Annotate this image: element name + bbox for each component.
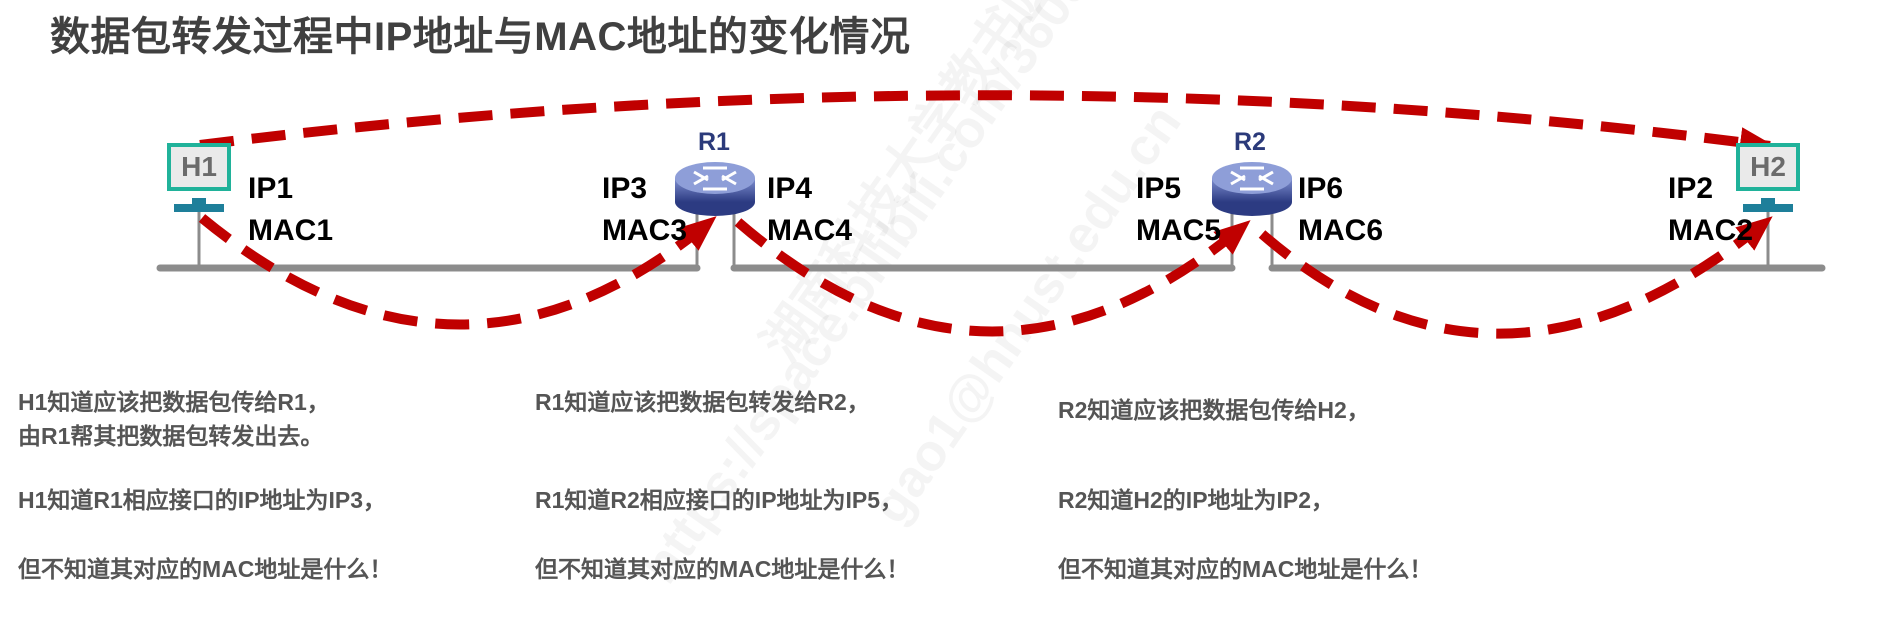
h1-host-box: H1: [167, 143, 231, 191]
note-h1-line1: H1知道应该把数据包传给R1，: [18, 389, 330, 415]
r1-right-ip-label: IP4: [767, 172, 813, 205]
r1-label: R1: [698, 128, 730, 156]
arrow-r1-to-r2: [734, 218, 1251, 337]
r2-left-mac-label: MAC5: [1136, 214, 1222, 247]
note-r2-line1: R2知道应该把数据包传给H2，: [1058, 397, 1370, 423]
arrow-h1-to-h2: [199, 90, 1776, 157]
h1-computer-icon: [174, 198, 224, 212]
h2-mac-label: MAC2: [1668, 214, 1754, 247]
r2-router-icon: [1212, 162, 1292, 216]
note-h1-line3: H1知道R1相应接口的IP地址为IP3，: [18, 487, 387, 513]
note-r1-line1: R1知道应该把数据包转发给R2，: [535, 389, 870, 415]
note-r2-line4: 但不知道其对应的MAC地址是什么！: [1058, 556, 1433, 582]
h2-ip-label: IP2: [1668, 172, 1714, 205]
r2-right-mac-label: MAC6: [1298, 214, 1384, 247]
note-r1-line3: R1知道R2相应接口的IP地址为IP5，: [535, 487, 904, 513]
r1-router-icon: [675, 162, 755, 216]
note-r1-line4: 但不知道其对应的MAC地址是什么！: [535, 556, 910, 582]
arrow-h1-to-r1: [198, 214, 717, 330]
h1-ip-label: IP1: [248, 172, 294, 205]
arrow-r2-to-h2: [1258, 216, 1773, 339]
h2-host-box: H2: [1736, 143, 1800, 191]
h1-mac-label: MAC1: [248, 214, 334, 247]
note-h1-line4: 但不知道其对应的MAC地址是什么！: [18, 556, 393, 582]
r2-left-ip-label: IP5: [1136, 172, 1182, 205]
page-title: 数据包转发过程中IP地址与MAC地址的变化情况: [50, 15, 911, 59]
note-r2-line3: R2知道H2的IP地址为IP2，: [1058, 487, 1335, 513]
r1-left-ip-label: IP3: [602, 172, 648, 205]
r1-left-mac-label: MAC3: [602, 214, 688, 247]
note-h1-line2: 由R1帮其把数据包转发出去。: [18, 423, 324, 449]
r2-right-ip-label: IP6: [1298, 172, 1344, 205]
r2-label: R2: [1234, 128, 1266, 156]
r1-right-mac-label: MAC4: [767, 214, 853, 247]
h2-computer-icon: [1743, 198, 1793, 212]
